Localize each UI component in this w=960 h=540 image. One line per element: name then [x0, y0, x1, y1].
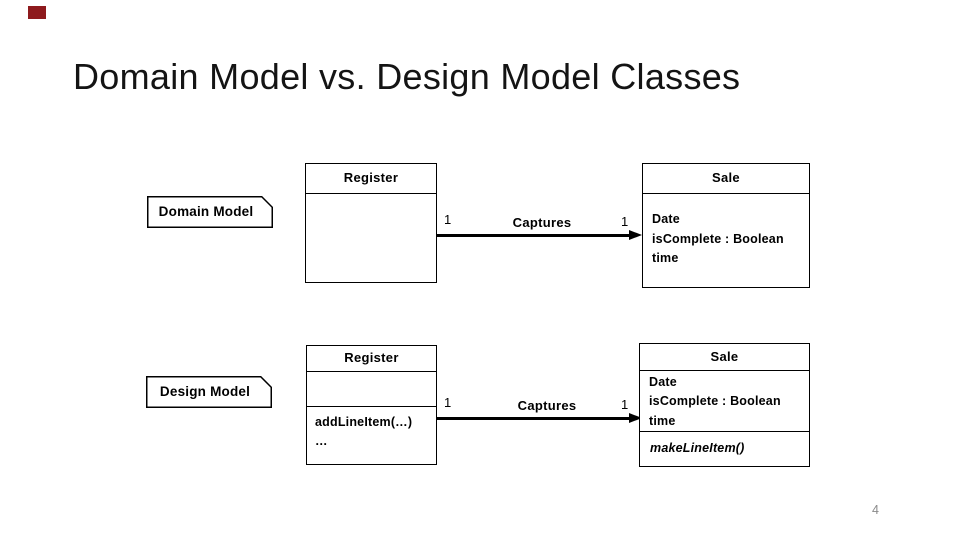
slide-title: Domain Model vs. Design Model Classes — [73, 56, 741, 97]
operation: makeLineItem() — [650, 441, 745, 455]
domain-association-label: Captures — [512, 215, 572, 230]
attribute: isComplete : Boolean — [649, 394, 781, 408]
design-sale-name: Sale — [640, 344, 809, 371]
design-register-attributes — [307, 372, 436, 407]
note-shape — [147, 196, 273, 228]
domain-model-note: Domain Model — [147, 196, 273, 228]
domain-association-line — [437, 234, 630, 237]
design-register-name: Register — [307, 346, 436, 372]
design-sale-class: Sale Date isComplete : Boolean time make… — [639, 343, 810, 467]
domain-sale-name: Sale — [643, 164, 809, 194]
design-model-note: Design Model — [146, 376, 272, 408]
operation: addLineItem(…) — [315, 415, 413, 429]
domain-sale-attributes: Date isComplete : Boolean time — [643, 194, 809, 287]
domain-sale-class: Sale Date isComplete : Boolean time — [642, 163, 810, 288]
accent-mark — [28, 6, 46, 19]
attribute: time — [652, 251, 679, 265]
design-multiplicity-right: 1 — [621, 397, 629, 412]
domain-model-label: Domain Model — [158, 204, 254, 219]
design-model-label: Design Model — [159, 384, 251, 399]
design-association-line — [436, 417, 630, 420]
design-multiplicity-left: 1 — [444, 395, 452, 410]
design-association-label: Captures — [517, 398, 577, 413]
design-sale-attributes: Date isComplete : Boolean time — [640, 371, 809, 432]
attribute: isComplete : Boolean — [652, 231, 784, 246]
domain-multiplicity-left: 1 — [444, 212, 452, 227]
domain-register-body — [306, 194, 436, 282]
attribute: Date — [649, 374, 677, 389]
domain-arrowhead-icon — [629, 230, 642, 240]
design-register-operations: addLineItem(…) … — [307, 407, 436, 464]
domain-register-name: Register — [306, 164, 436, 194]
domain-register-class: Register — [305, 163, 437, 283]
operation: … — [315, 434, 328, 448]
page-number: 4 — [872, 503, 879, 517]
attribute: time — [649, 413, 676, 428]
domain-multiplicity-right: 1 — [621, 214, 629, 229]
design-register-class: Register addLineItem(…) … — [306, 345, 437, 465]
design-arrowhead-icon — [629, 413, 642, 423]
note-shape — [146, 376, 272, 408]
attribute: Date — [652, 212, 680, 226]
design-sale-operations: makeLineItem() — [640, 432, 809, 466]
